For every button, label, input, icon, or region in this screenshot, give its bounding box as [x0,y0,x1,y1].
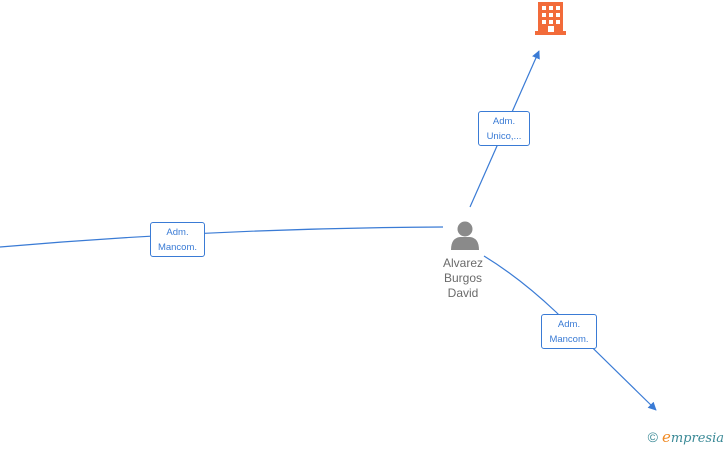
building-icon[interactable] [535,2,566,35]
edge-label-line: Adm. [557,319,581,330]
edge-label-to-company[interactable]: Adm. Unico,... [478,111,530,146]
edge-label-line: Adm. [492,116,516,127]
empresia-watermark: ©empresia [648,428,724,446]
person-name-line: Burgos [443,271,483,285]
edge-label-to-bottom-right[interactable]: Adm. Mancom. [541,314,597,349]
brand-initial: e [661,428,671,446]
person-name-line: Alvarez [442,256,483,270]
edge-label-line: Adm. [166,227,189,238]
edge-label-from-left[interactable]: Adm. Mancom. [150,222,205,257]
edge-to-bottom-right [483,255,657,411]
edge-from-left [0,226,444,248]
edge-label-line: Unico,... [486,131,522,142]
copyright-symbol: © [647,429,658,445]
brand-name: mpresia [670,431,724,446]
person-icon[interactable] [451,221,479,251]
edge-label-line: Mancom. [549,334,589,345]
person-name-label[interactable]: Alvarez Burgos David [425,256,501,301]
edge-label-line: Mancom. [157,242,198,253]
person-name-line: David [447,286,479,300]
